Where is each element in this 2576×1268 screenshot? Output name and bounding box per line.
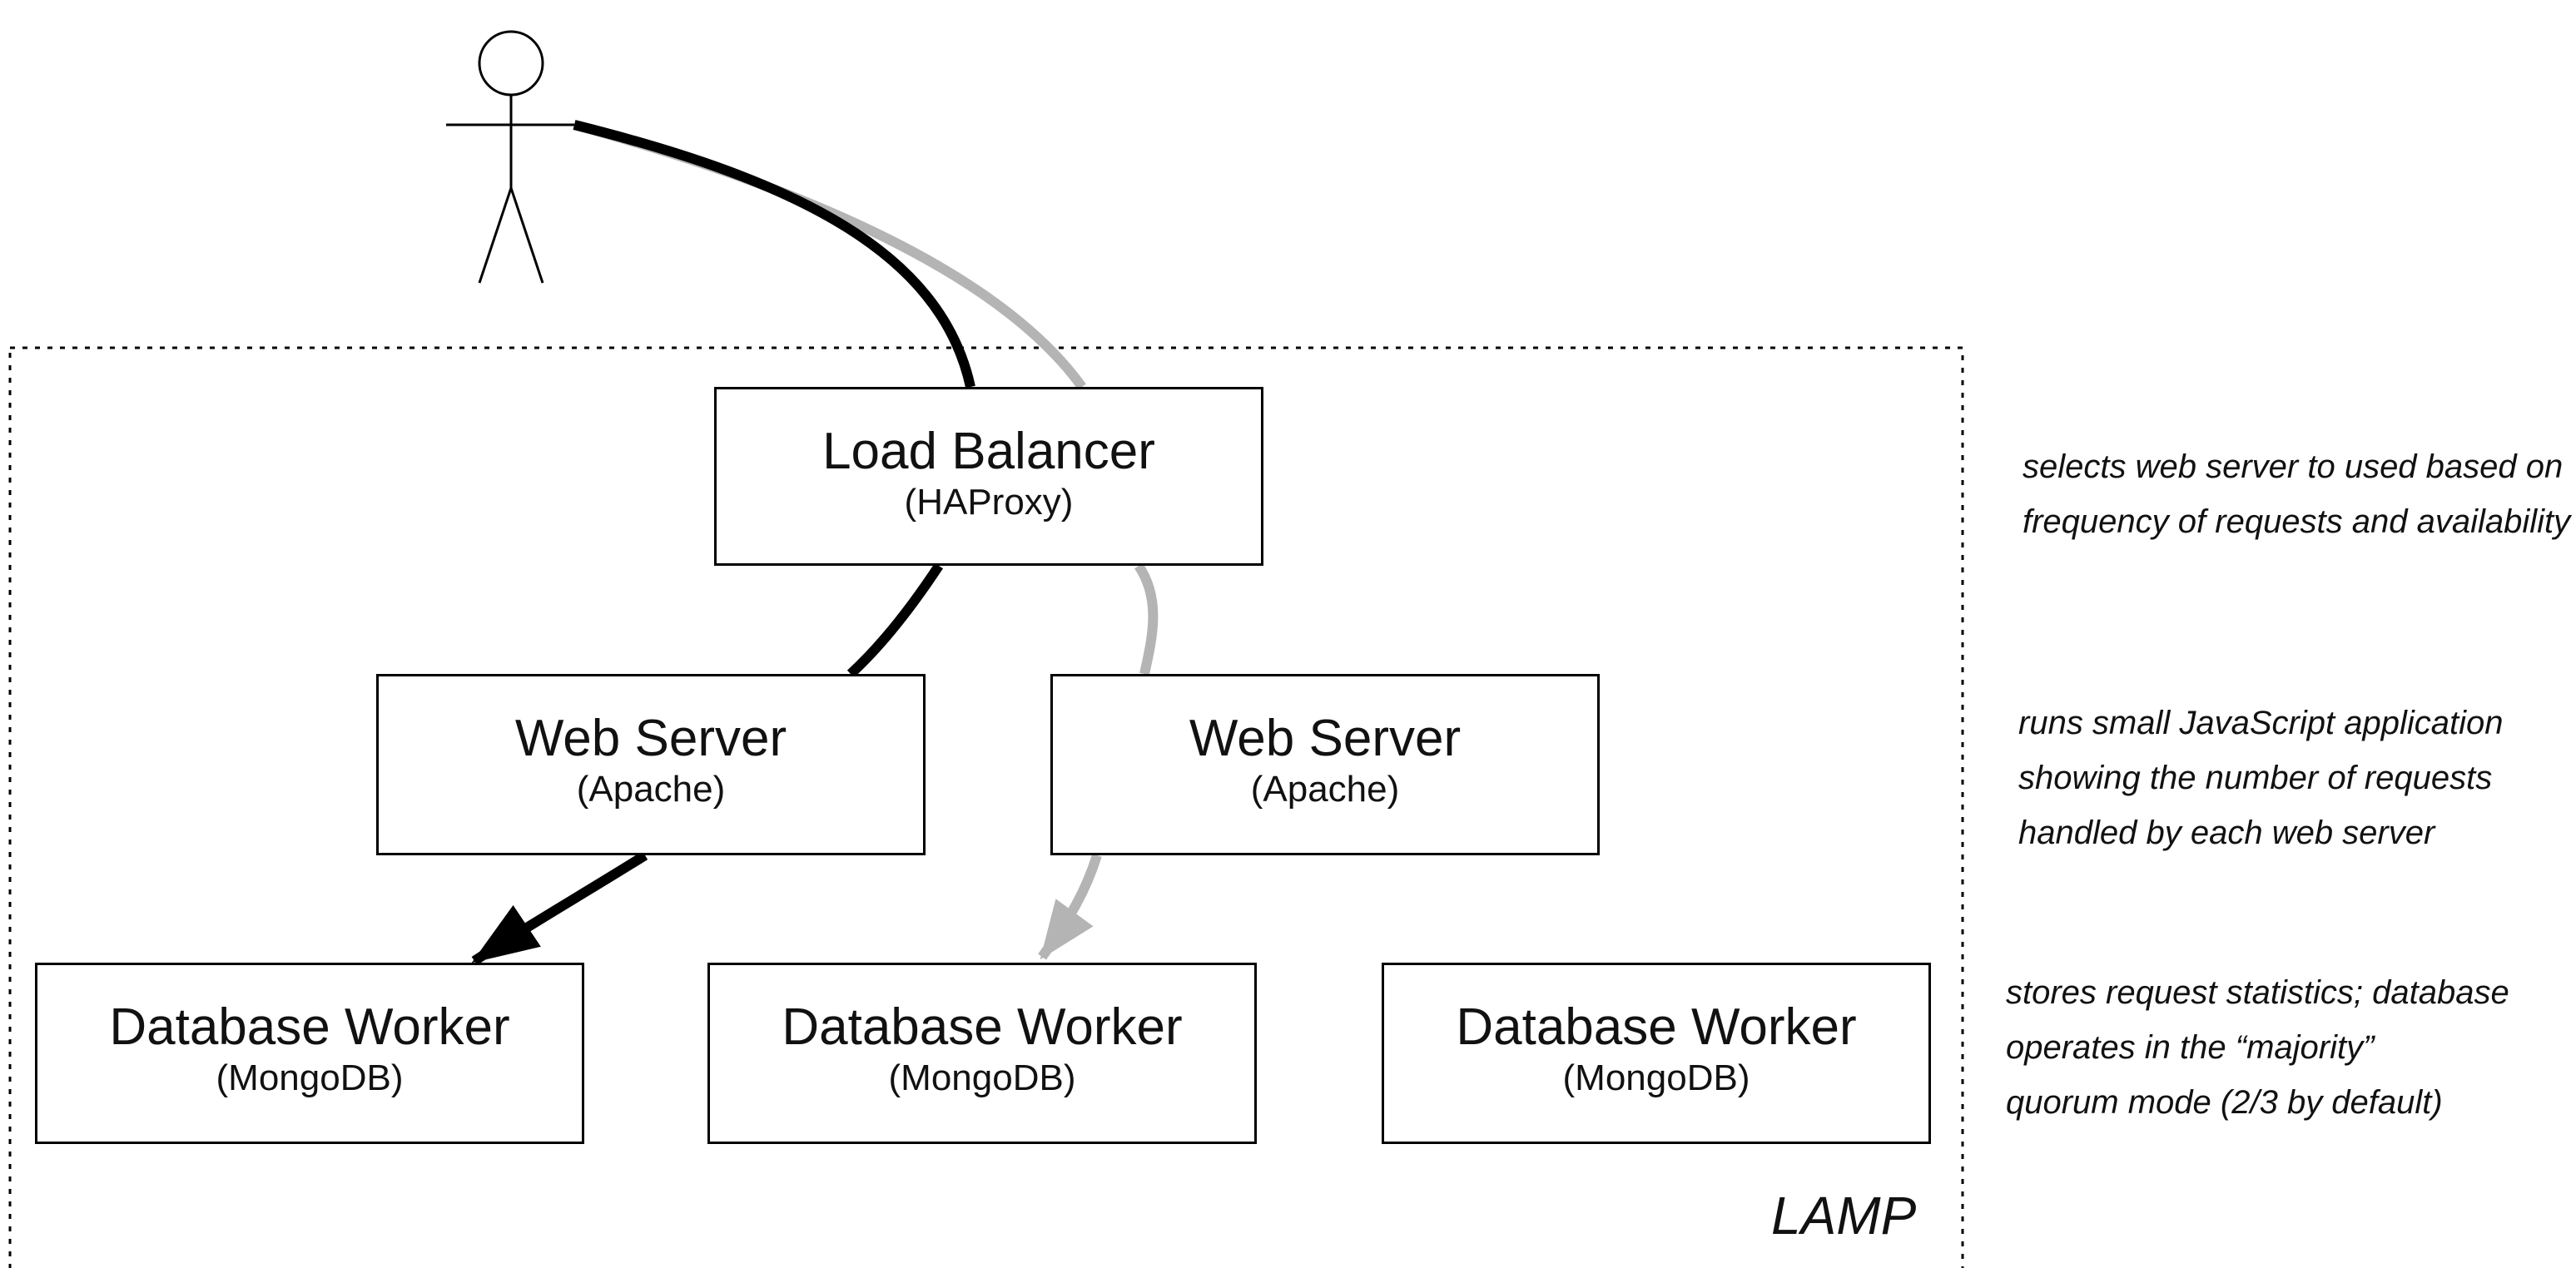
load-balancer-node: Load Balancer (HAProxy) (714, 387, 1263, 566)
db-worker-1-title: Database Worker (109, 998, 510, 1056)
primary-request-path (471, 120, 975, 965)
db-worker-1-subtitle: (MongoDB) (216, 1057, 404, 1098)
black-path-load-balancer-to-web-server-1 (846, 562, 944, 678)
web-server-annotation: runs small JavaScript application showin… (2018, 696, 2503, 860)
user-stick-figure-icon (446, 30, 574, 284)
db-worker-2-subtitle: (MongoDB) (888, 1057, 1076, 1098)
annotation-line: runs small JavaScript application (2018, 705, 2504, 741)
web-server-1-title: Web Server (514, 710, 787, 767)
black-path-user-to-load-balancer (573, 120, 975, 389)
gray-path-load-balancer-to-web-server-2 (1134, 562, 1159, 676)
load-balancer-title: Load Balancer (822, 423, 1155, 480)
db-worker-3-title: Database Worker (1456, 998, 1857, 1056)
annotation-line: operates in the “majority” (2006, 1029, 2375, 1066)
annotation-line: handled by each web server (2018, 815, 2435, 851)
black-arrow-web-server-1-to-db-worker-1 (471, 850, 648, 965)
annotation-line: frequency of requests and availability (2023, 503, 2571, 540)
db-worker-node-2: Database Worker (MongoDB) (707, 963, 1257, 1144)
gray-arrow-web-server-2-to-db-worker-2 (1038, 854, 1102, 960)
web-server-2-title: Web Server (1189, 710, 1462, 767)
load-balancer-subtitle: (HAProxy) (904, 482, 1074, 523)
annotation-line: stores request statistics; database (2006, 974, 2509, 1011)
web-server-2-subtitle: (Apache) (1250, 769, 1400, 810)
db-worker-node-3: Database Worker (MongoDB) (1382, 963, 1931, 1144)
web-server-node-1: Web Server (Apache) (376, 674, 926, 855)
db-worker-3-subtitle: (MongoDB) (1562, 1057, 1750, 1098)
annotation-line: selects web server to used based on (2023, 448, 2564, 485)
annotation-line: showing the number of requests (2018, 760, 2493, 796)
web-server-node-2: Web Server (Apache) (1050, 674, 1600, 855)
load-balancer-annotation: selects web server to used based on freq… (2023, 439, 2570, 549)
annotation-line: quorum mode (2/3 by default) (2006, 1084, 2443, 1121)
lamp-region-border (8, 346, 1964, 1268)
db-worker-annotation: stores request statistics; database oper… (2006, 965, 2509, 1130)
db-worker-2-title: Database Worker (782, 998, 1183, 1056)
lamp-region-label: LAMP (1771, 1186, 1917, 1246)
web-server-1-subtitle: (Apache) (576, 769, 726, 810)
db-worker-node-1: Database Worker (MongoDB) (35, 963, 584, 1144)
